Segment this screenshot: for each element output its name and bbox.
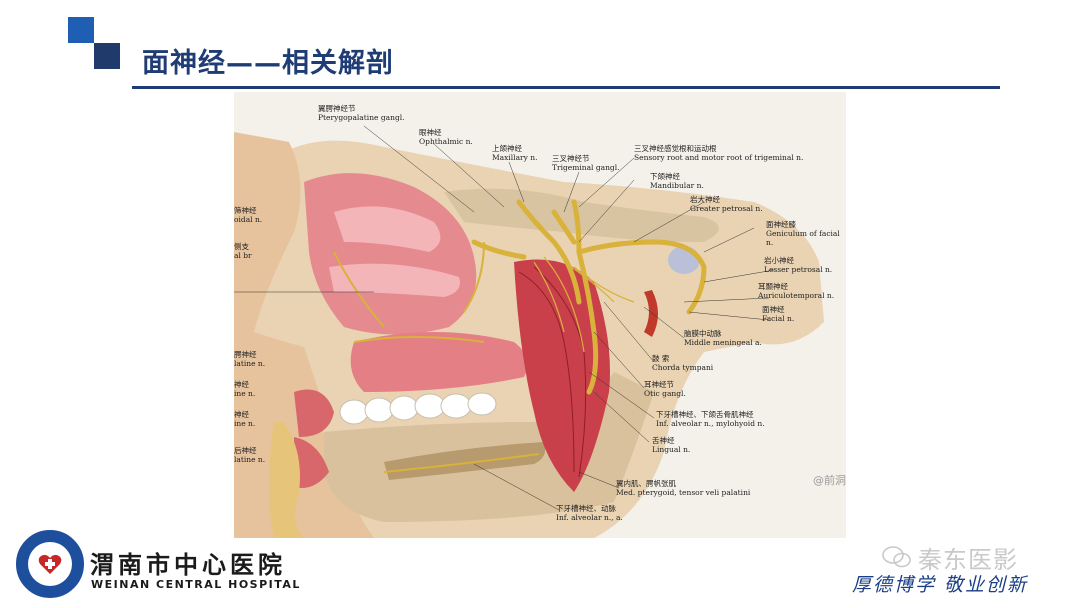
figure-watermark: @前洞 — [813, 474, 846, 487]
hospital-name-en: WEINAN CENTRAL HOSPITAL — [91, 578, 301, 591]
title-accent-square — [68, 17, 94, 43]
wechat-watermark: 秦东医影 — [918, 546, 1018, 574]
hospital-logo — [16, 530, 84, 598]
anatomy-illustration — [234, 125, 824, 538]
title-accent-square-dark — [94, 43, 120, 69]
title-underline — [132, 86, 1000, 89]
hospital-motto: 厚德博学 敬业创新 — [852, 574, 1029, 596]
heart-cross-icon — [38, 554, 62, 574]
slide-title: 面神经——相关解剖 — [142, 48, 394, 79]
wechat-icon — [882, 546, 911, 568]
hospital-name-cn: 渭南市中心医院 — [90, 550, 286, 579]
